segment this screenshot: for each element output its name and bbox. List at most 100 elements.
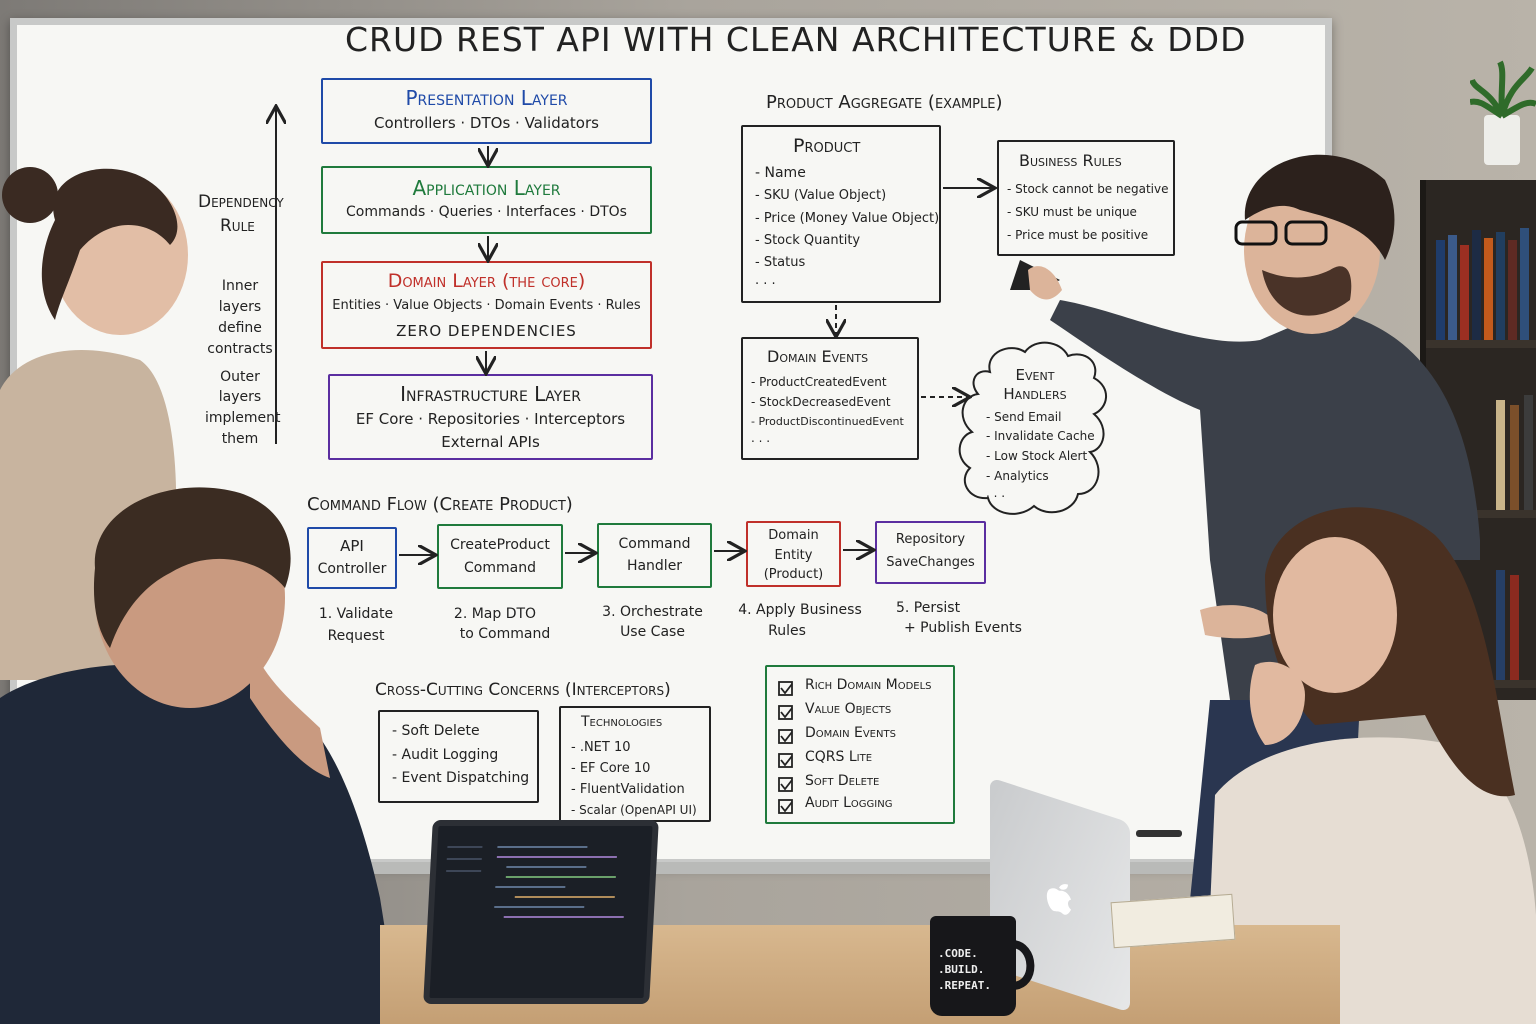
domain-event-item: - ProductCreatedEvent [751, 375, 887, 389]
application-layer-title: Application Layer [412, 176, 561, 200]
flow-caption: Rules [768, 623, 806, 639]
domain-layer-items: Entities · Value Objects · Domain Events… [332, 298, 641, 313]
technology-item: - FluentValidation [571, 782, 685, 797]
dependency-rule-title-2: Rule [220, 216, 255, 236]
flow-step-repository: Repository SaveChanges [875, 521, 986, 584]
domain-event-item: . . . [751, 431, 771, 445]
checklist-item: Value Objects [805, 701, 892, 717]
flow-caption: 2. Map DTO [453, 606, 537, 622]
page-title: CRUD REST API WITH CLEAN ARCHITECTURE & … [345, 20, 1247, 59]
checklist-item: CQRS Lite [805, 749, 873, 765]
domain-event-item: - StockDecreasedEvent [751, 395, 891, 409]
business-rule-item: - SKU must be unique [1007, 205, 1137, 219]
event-handler-item: - Send Email [986, 410, 1062, 424]
dependency-inner-1: Inner [221, 278, 259, 294]
product-item: . . . [755, 273, 776, 288]
flow-step-domain-entity: Domain Entity (Product) [746, 521, 841, 587]
flow-step-create-product-command: CreateProduct Command [437, 524, 563, 589]
application-layer-items: Commands · Queries · Interfaces · DTOs [346, 204, 627, 220]
business-rule-item: - Stock cannot be negative [1007, 182, 1169, 196]
product-item: - SKU (Value Object) [755, 188, 887, 203]
domain-events-title: Domain Events [767, 347, 869, 366]
technologies-box: Technologies - .NET 10 - EF Core 10 - Fl… [559, 706, 711, 822]
flow-caption: 5. Persist [896, 600, 961, 616]
checkbox-6 [778, 799, 793, 814]
flow-step-command-handler: Command Handler [597, 523, 712, 588]
cross-cutting-item: - Soft Delete [392, 723, 480, 739]
flow-step-line: Entity [774, 548, 813, 563]
infrastructure-layer-items: EF Core · Repositories · Interceptors [355, 410, 626, 428]
event-handlers-cloud [958, 341, 1107, 515]
cross-cutting-box: - Soft Delete - Audit Logging - Event Di… [378, 710, 539, 803]
flow-caption: + Publish Events [904, 620, 1022, 636]
checklist-item: Rich Domain Models [805, 677, 932, 693]
flow-step-line: Domain [768, 528, 819, 543]
checkbox-1 [778, 681, 793, 696]
dependency-inner-3: define [218, 320, 262, 336]
dependency-outer-3: implement [205, 410, 281, 426]
dependency-outer-2: layers [218, 389, 262, 405]
check-icon [780, 731, 793, 743]
marker-on-tray [1136, 830, 1182, 837]
flow-step-line: SaveChanges [886, 555, 975, 570]
checklist-box: Rich Domain Models Value Objects Domain … [765, 665, 955, 824]
event-handlers-title-2: Handlers [1003, 385, 1067, 403]
man-seated-left [0, 487, 400, 1024]
flow-step-line: CreateProduct [450, 537, 550, 553]
presentation-layer-items: Controllers · DTOs · Validators [374, 114, 599, 132]
dependency-rule-title-1: Dependency [198, 192, 284, 212]
checkbox-4 [778, 753, 793, 768]
product-title: Product [793, 135, 861, 157]
check-icon [780, 801, 793, 813]
aggregate-heading: Product Aggregate (example) [766, 92, 1003, 113]
notebook [1110, 893, 1236, 949]
event-handler-item: - Invalidate Cache [986, 429, 1095, 443]
business-rules-title: Business Rules [1019, 151, 1122, 170]
infrastructure-layer-box: Infrastructure Layer EF Core · Repositor… [328, 374, 653, 460]
domain-layer-box: Domain Layer (the core) Entities · Value… [321, 261, 652, 349]
dependency-inner-2: layers [218, 299, 262, 315]
flow-step-line: Command [618, 536, 691, 552]
check-icon [780, 779, 793, 791]
product-box: Product - Name - SKU (Value Object) - Pr… [741, 125, 941, 303]
mug-handle [1011, 940, 1035, 990]
flow-step-line: (Product) [763, 567, 824, 582]
command-flow-heading: Command Flow (Create Product) [307, 494, 573, 515]
flow-caption: Use Case [620, 624, 685, 640]
flow-caption: 3. Orchestrate [602, 604, 703, 620]
laptop-left-screen [423, 820, 659, 1004]
domain-layer-title: Domain Layer (the core) [387, 270, 586, 292]
flow-step-line: Repository [895, 532, 966, 547]
flow-step-line: Controller [317, 561, 387, 577]
technologies-title: Technologies [581, 714, 663, 730]
infrastructure-layer-external: External APIs [441, 433, 540, 451]
checklist-item: Domain Events [805, 725, 896, 741]
event-handler-item: - Analytics [986, 469, 1049, 483]
check-icon [780, 755, 793, 767]
check-icon [780, 683, 793, 695]
flow-caption: 4. Apply Business [738, 602, 862, 618]
domain-event-item: - ProductDiscontinuedEvent [751, 415, 904, 428]
cross-cutting-item: - Event Dispatching [392, 770, 530, 786]
checkbox-2 [778, 705, 793, 720]
flow-caption: Request [327, 628, 385, 644]
flow-caption: 1. Validate [318, 606, 394, 622]
product-item: - Stock Quantity [755, 233, 861, 248]
checkbox-3 [778, 729, 793, 744]
dependency-outer-4: them [221, 431, 259, 447]
presentation-layer-box: Presentation Layer Controllers · DTOs · … [321, 78, 652, 144]
mug-text-line: .CODE. [938, 947, 978, 960]
check-icon [780, 707, 793, 719]
cross-cutting-item: - Audit Logging [392, 747, 499, 763]
flow-step-line: Handler [626, 558, 683, 574]
flow-step-line: Command [464, 560, 536, 576]
product-item: - Status [755, 255, 806, 270]
apple-logo-icon [1046, 884, 1071, 915]
infrastructure-layer-title: Infrastructure Layer [400, 382, 581, 406]
business-rule-item: - Price must be positive [1007, 228, 1149, 242]
mug-text-line: .BUILD. [938, 963, 985, 976]
mug-text-line: .REPEAT. [938, 979, 991, 992]
product-item: - Price (Money Value Object) [755, 211, 940, 226]
dependency-outer-1: Outer [220, 369, 260, 385]
